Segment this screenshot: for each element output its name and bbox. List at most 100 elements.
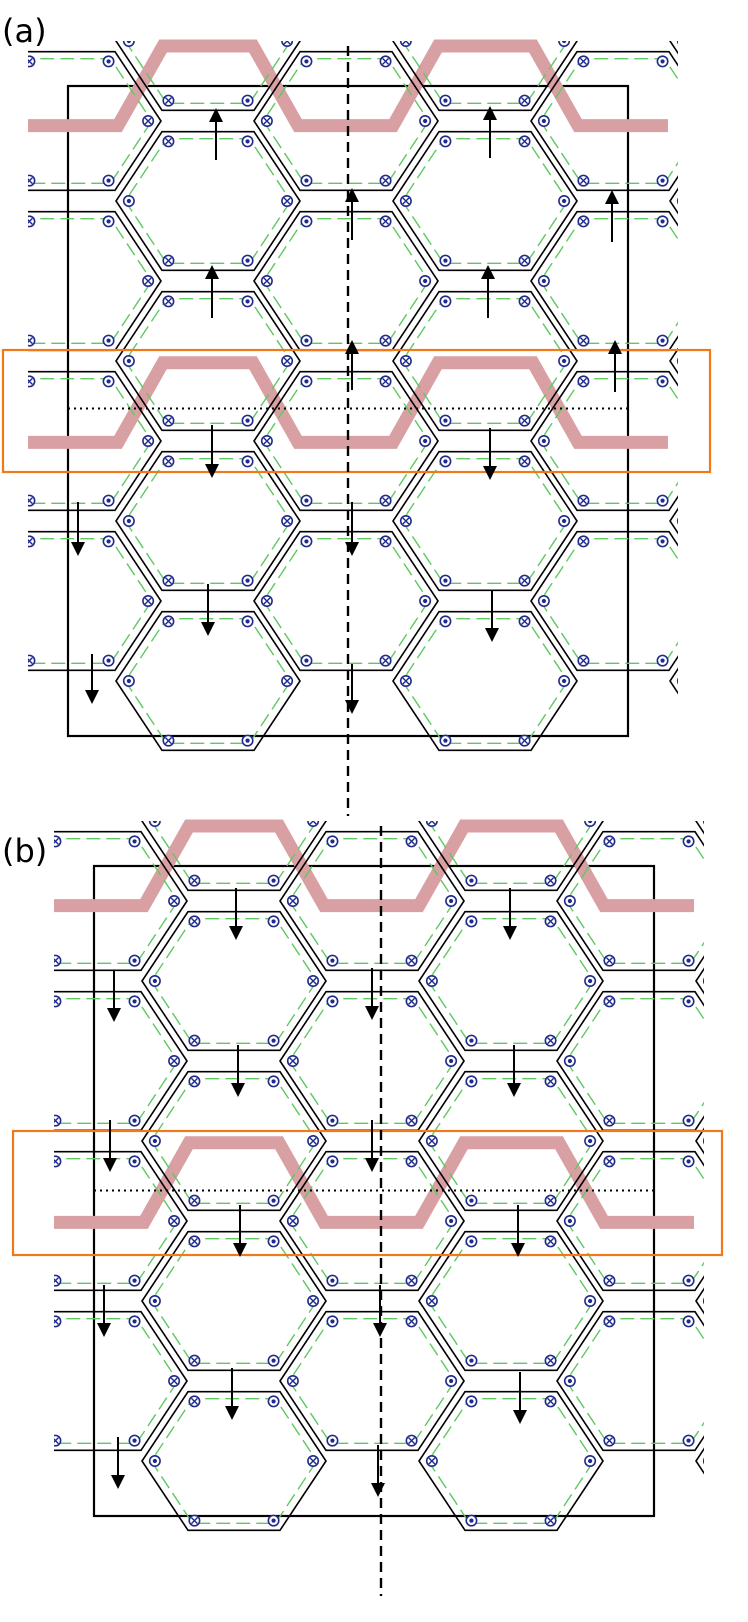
edge-current (28, 217, 153, 345)
circle-dot-icon (122, 354, 135, 367)
circle-dot-icon (148, 1135, 161, 1148)
circle-dot-icon (419, 434, 432, 447)
circle-cross-icon (28, 215, 36, 228)
edge-current (401, 137, 569, 265)
hexagon (556, 1150, 704, 1292)
circle-dot-icon (439, 94, 452, 107)
arrow-down-icon (229, 888, 243, 940)
circle-dot-icon (241, 615, 254, 628)
hexagon (669, 347, 678, 375)
circle-cross-icon (162, 414, 175, 427)
edge-current (565, 1317, 704, 1445)
circle-cross-icon (188, 1034, 201, 1047)
hexagon (253, 370, 439, 512)
circle-dot-icon (563, 1375, 576, 1388)
circle-cross-icon (518, 94, 531, 107)
edge-current (679, 139, 748, 264)
circle-dot-icon (656, 654, 669, 667)
circle-cross-icon (54, 1114, 62, 1127)
circle-dot-icon (465, 1395, 478, 1408)
edge-current (679, 459, 748, 584)
circle-dot-icon (537, 434, 550, 447)
hexagon (418, 1230, 604, 1372)
circle-dot-icon (563, 894, 576, 907)
circle-cross-icon (162, 734, 175, 747)
circle-cross-icon (717, 95, 727, 105)
circle-cross-icon (54, 1315, 62, 1328)
hexagon (28, 50, 162, 192)
arrow-up-icon (605, 190, 619, 242)
circle-dot-icon (241, 295, 254, 308)
circle-cross-icon (281, 354, 294, 367)
hexagon (0, 912, 49, 1051)
circle-cross-icon (405, 995, 418, 1008)
circle-cross-icon (379, 375, 392, 388)
circle-dot-icon (702, 977, 704, 985)
edge-current (427, 1237, 595, 1365)
circle-dot-icon (267, 1194, 280, 1207)
hexagon (556, 990, 704, 1132)
edge-current (705, 759, 748, 884)
circle-dot-icon (128, 954, 141, 967)
circle-dot-icon (584, 974, 597, 987)
circle-dot-icon (102, 334, 115, 347)
honeycomb-lattice (0, 759, 748, 1532)
circle-dot-icon (445, 1215, 458, 1228)
circle-dot-icon (676, 517, 678, 525)
circle-cross-icon (188, 1395, 201, 1408)
circle-dot-icon (439, 574, 452, 587)
circle-dot-icon (102, 494, 115, 507)
arrow-down-icon (97, 1285, 111, 1337)
arrow-up-icon (345, 188, 359, 240)
circle-dot-icon (31, 1136, 41, 1146)
circle-dot-icon (301, 15, 311, 25)
circle-dot-icon (558, 514, 571, 527)
circle-dot-icon (702, 1137, 704, 1145)
circle-dot-icon (682, 835, 695, 848)
circle-dot-icon (128, 1274, 141, 1287)
circle-cross-icon (379, 654, 392, 667)
hexagon (115, 290, 301, 432)
hexagon (530, 530, 678, 672)
arrow-down-icon (103, 1120, 117, 1172)
circle-dot-icon (439, 455, 452, 468)
circle-dot-icon (439, 254, 452, 267)
hexagon (669, 667, 678, 695)
circle-dot-icon (241, 254, 254, 267)
edge-current (0, 1079, 40, 1204)
circle-cross-icon (188, 1194, 201, 1207)
circle-cross-icon (544, 1194, 557, 1207)
edge-current (0, 0, 14, 103)
edge-current (427, 1397, 595, 1525)
circle-cross-icon (717, 136, 727, 146)
circle-cross-icon (544, 1235, 557, 1248)
circle-dot-icon (326, 1315, 339, 1328)
circle-dot-icon (682, 1114, 695, 1127)
circle-dot-icon (241, 94, 254, 107)
circle-dot-icon (682, 1155, 695, 1168)
circle-cross-icon (743, 1355, 748, 1365)
circle-cross-icon (697, 596, 707, 606)
arrow-down-icon (373, 1285, 387, 1337)
circle-dot-icon (537, 115, 550, 128)
circle-dot-icon (5, 676, 15, 686)
circle-dot-icon (584, 821, 597, 827)
circle-cross-icon (188, 1235, 201, 1248)
arrow-down-icon (483, 428, 497, 480)
circle-dot-icon (128, 1315, 141, 1328)
hexagon (392, 130, 578, 272)
circle-cross-icon (162, 615, 175, 628)
circle-dot-icon (326, 954, 339, 967)
circle-dot-icon (241, 414, 254, 427)
circle-cross-icon (743, 1076, 748, 1086)
circle-cross-icon (577, 215, 590, 228)
circle-dot-icon (267, 874, 280, 887)
circle-cross-icon (518, 615, 531, 628)
circle-cross-icon (260, 115, 273, 128)
circle-cross-icon (399, 514, 412, 527)
circle-cross-icon (717, 575, 727, 585)
circle-cross-icon (142, 274, 155, 287)
circle-cross-icon (577, 334, 590, 347)
circle-dot-icon (465, 1194, 478, 1207)
domain-wall (28, 39, 668, 133)
